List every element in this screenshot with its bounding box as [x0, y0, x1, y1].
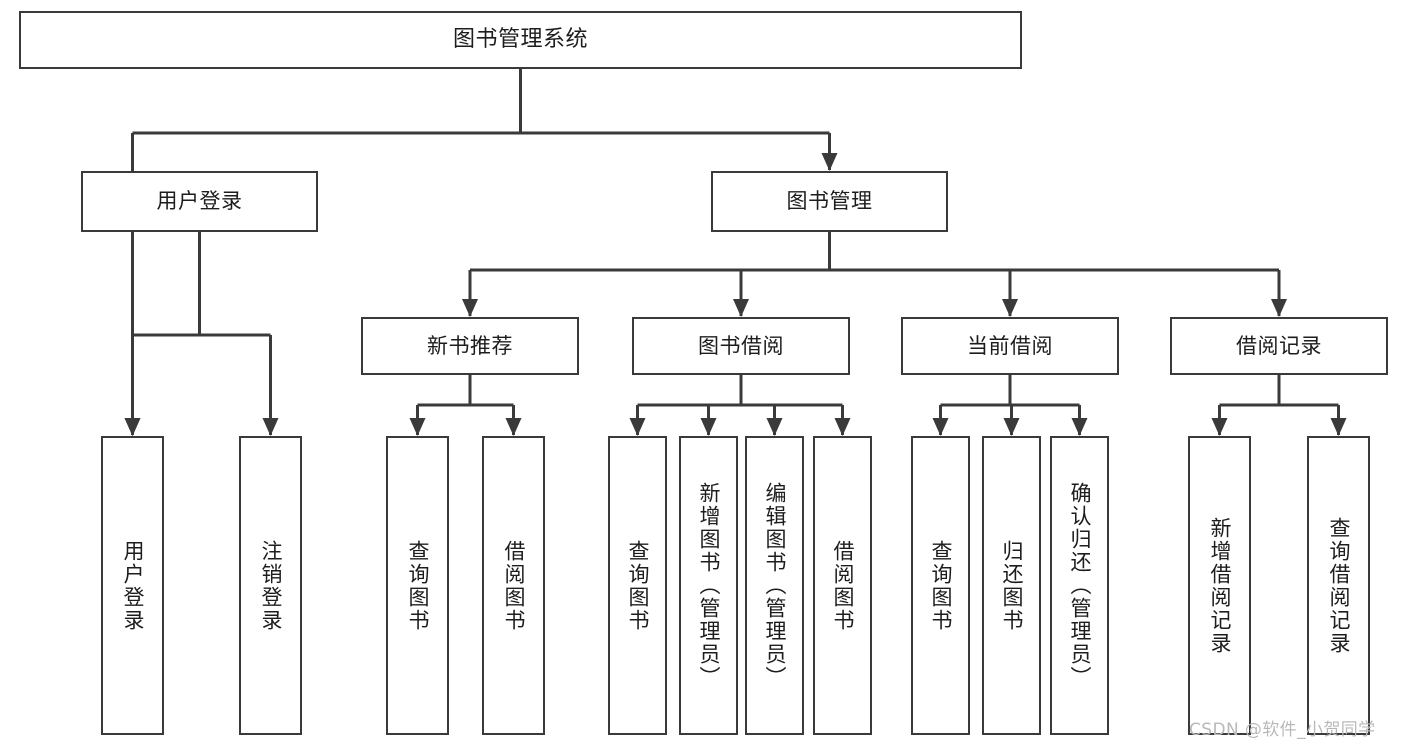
node-label: 图书借阅	[698, 333, 784, 358]
node-l4-注销登录[interactable]: 注销登录	[239, 436, 302, 735]
node-l4-查询图书[interactable]: 查询图书	[386, 436, 449, 735]
node-label: 查询图书	[626, 539, 650, 632]
node-l4-新增借阅记录[interactable]: 新增借阅记录	[1188, 436, 1251, 735]
node-label: 用户登录	[156, 189, 243, 214]
node-l3-当前借阅[interactable]: 当前借阅	[901, 317, 1119, 375]
node-l4-新增图书管理员[interactable]: 新增图书（管理员）	[679, 436, 738, 735]
node-label: 图书管理系统	[452, 27, 588, 53]
node-label: 确认归还（管理员）	[1068, 482, 1092, 689]
node-label: 当前借阅	[967, 333, 1053, 358]
node-l4-借阅图书[interactable]: 借阅图书	[813, 436, 872, 735]
node-label: 编辑图书（管理员）	[763, 482, 787, 689]
node-l4-用户登录[interactable]: 用户登录	[101, 436, 164, 735]
node-label: 借阅图书	[831, 539, 855, 632]
node-label: 借阅图书	[502, 539, 526, 632]
node-l2-用户登录[interactable]: 用户登录	[81, 171, 318, 232]
node-label: 新增图书（管理员）	[697, 482, 721, 689]
node-l3-新书推荐[interactable]: 新书推荐	[361, 317, 579, 375]
node-label: 新书推荐	[427, 333, 513, 358]
node-label: 新增借阅记录	[1208, 516, 1232, 655]
node-l4-查询图书[interactable]: 查询图书	[911, 436, 970, 735]
node-l4-编辑图书管理员[interactable]: 编辑图书（管理员）	[745, 436, 804, 735]
node-l2-图书管理[interactable]: 图书管理	[711, 171, 948, 232]
node-label: 查询借阅记录	[1327, 516, 1351, 655]
node-l4-借阅图书[interactable]: 借阅图书	[482, 436, 545, 735]
node-l4-查询借阅记录[interactable]: 查询借阅记录	[1307, 436, 1370, 735]
node-l4-确认归还管理员[interactable]: 确认归还（管理员）	[1050, 436, 1109, 735]
node-label: 查询图书	[406, 539, 430, 632]
node-root-图书管理系统[interactable]: 图书管理系统	[19, 11, 1022, 69]
node-label: 借阅记录	[1236, 333, 1322, 358]
node-label: 查询图书	[929, 539, 953, 632]
node-l3-图书借阅[interactable]: 图书借阅	[632, 317, 850, 375]
node-l3-借阅记录[interactable]: 借阅记录	[1170, 317, 1388, 375]
node-l4-查询图书[interactable]: 查询图书	[608, 436, 667, 735]
node-label: 用户登录	[121, 539, 145, 632]
node-label: 注销登录	[259, 539, 283, 632]
node-label: 图书管理	[786, 189, 873, 214]
node-l4-归还图书[interactable]: 归还图书	[982, 436, 1041, 735]
node-label: 归还图书	[1000, 539, 1024, 632]
